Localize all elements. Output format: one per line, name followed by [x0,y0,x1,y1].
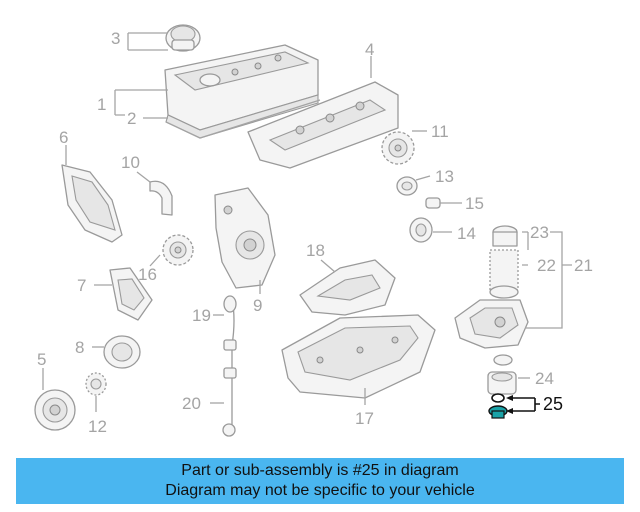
callout-4: 4 [365,40,374,59]
belt-guide-part [149,180,173,216]
valve-cover-part [164,44,321,139]
crank-pulley-part [34,389,76,431]
callout-1: 1 [97,95,106,114]
callout-17: 17 [355,409,374,428]
front-cover-part [214,187,276,289]
banner-line-2: Diagram may not be specific to your vehi… [165,482,475,499]
callout-15: 15 [465,194,484,213]
callout-19: 19 [192,306,211,325]
callout-18: 18 [306,241,325,260]
callout-25: 25 [543,394,563,414]
callout-20: 20 [182,394,201,413]
callout-labels: 3 1 2 4 6 10 11 13 15 14 16 7 9 18 8 5 1… [37,29,593,436]
callout-10: 10 [121,153,140,172]
callout-23: 23 [530,223,549,242]
timing-belt-cover-part [61,164,123,243]
oil-pump-part [299,259,396,316]
crank-gear-part [85,372,107,396]
callout-14: 14 [457,224,476,243]
callout-16: 16 [138,265,157,284]
callout-6: 6 [59,128,68,147]
idler-pulley-part [409,217,433,243]
oil-filler-cap-part [165,24,201,52]
bolt-part [425,197,441,209]
callout-11: 11 [431,122,449,141]
callout-25-leader [506,395,540,414]
callout-7: 7 [77,276,86,295]
oil-cooler-part [487,371,517,395]
banner-line-1: Part or sub-assembly is #25 in diagram [181,462,459,479]
callout-8: 8 [75,338,84,357]
callout-2: 2 [127,109,136,128]
timing-sprocket-part [162,234,194,266]
callout-24: 24 [535,369,554,388]
bracket-part [109,267,153,321]
callout-9: 9 [253,296,262,315]
callout-leaders [42,32,572,412]
callout-13: 13 [435,167,454,186]
tensioner-part [396,176,418,196]
callout-22: 22 [537,256,556,275]
oil-filter-housing-part [454,225,529,349]
camshaft-sprocket-part [381,131,415,165]
part-25-highlighted [488,393,508,419]
callout-3: 3 [111,29,120,48]
callout-12: 12 [88,417,107,436]
o-ring-part [493,354,513,366]
info-banner: Part or sub-assembly is #25 in diagram D… [16,458,624,504]
seal-plate-part [103,335,141,369]
upper-timing-housing-part [247,81,399,169]
dipstick-part [222,295,237,437]
oil-pan-part [281,314,436,399]
callout-5: 5 [37,350,46,369]
callout-21: 21 [574,256,593,275]
